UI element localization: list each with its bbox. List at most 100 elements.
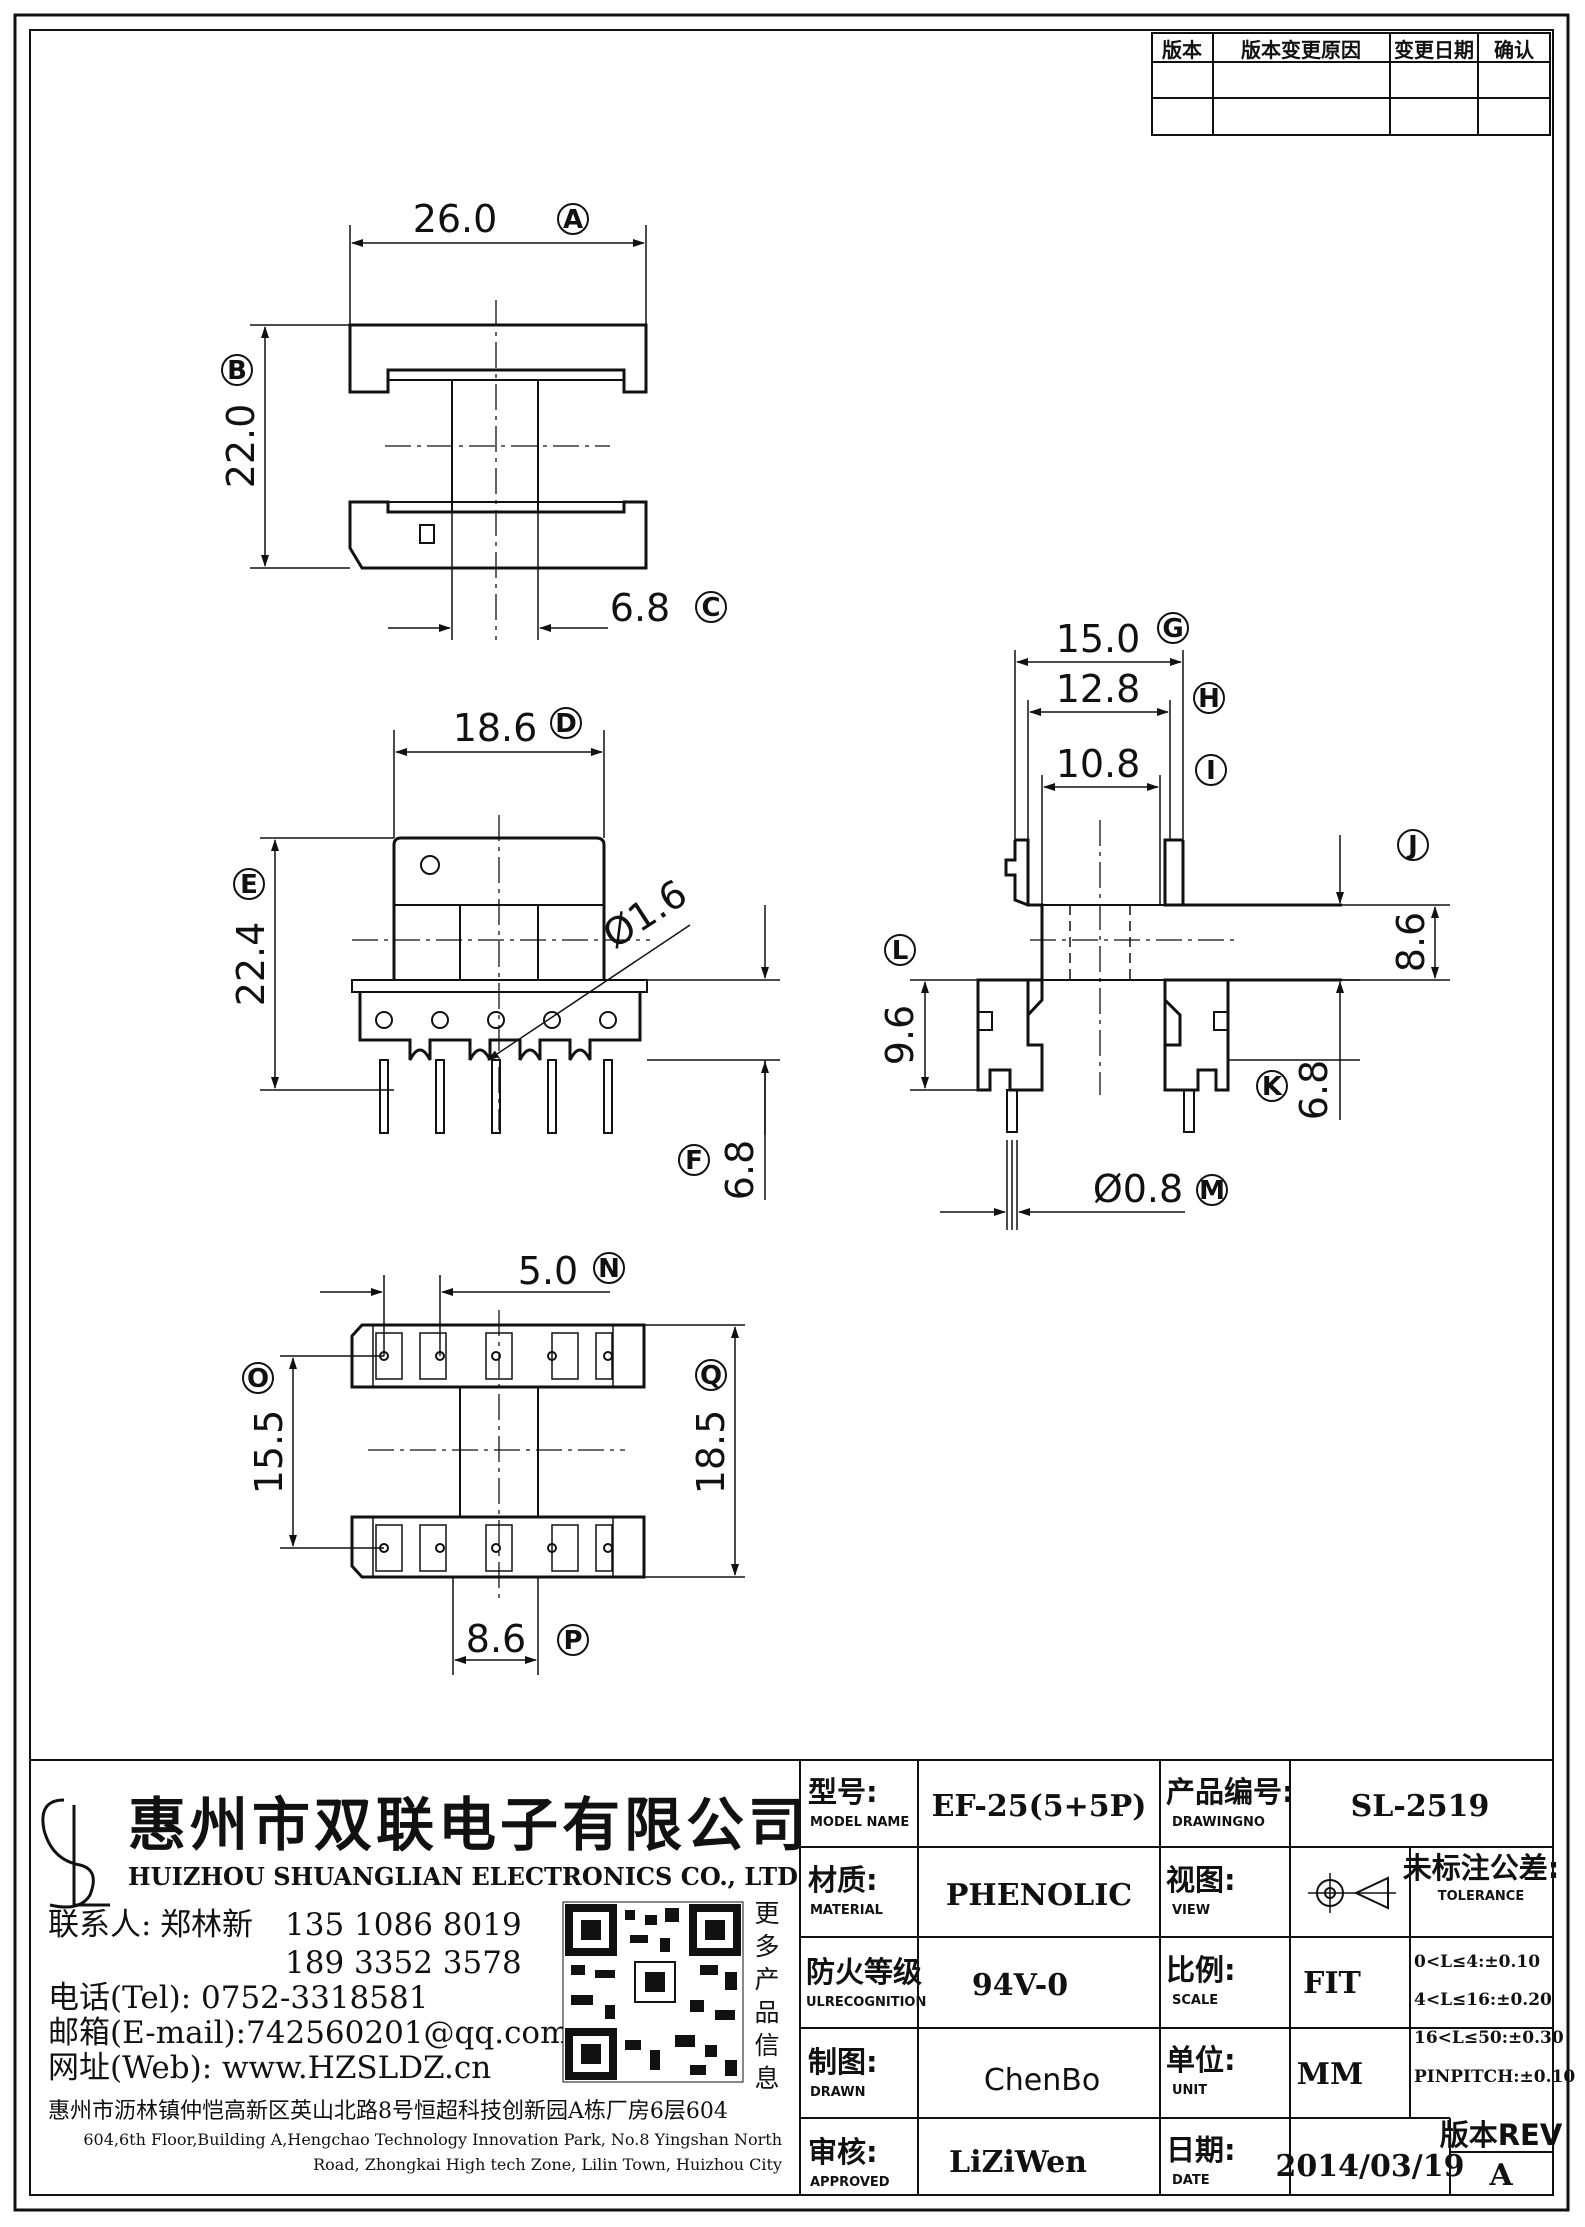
dimension-a: 26.0 — [413, 197, 498, 241]
tag-o-circle — [242, 1362, 274, 1394]
tag-o: O — [247, 1364, 269, 1394]
tag-g-circle — [1157, 612, 1189, 644]
tag-b: B — [227, 356, 247, 386]
company-name-cn: 惠州市双联电子有限公司 — [128, 1791, 810, 1859]
drawing-no-label-en: DRAWINGNO — [1172, 1815, 1265, 1830]
tag-l: L — [892, 936, 909, 966]
tag-a: A — [563, 205, 583, 235]
drawing-no-value: SL-2519 — [1351, 1789, 1490, 1824]
dimension-q: 18.5 — [689, 1410, 733, 1495]
tag-n: N — [598, 1254, 620, 1284]
tag-c-circle — [695, 591, 727, 623]
outer-border — [13, 13, 1570, 2212]
top-view: 26.0 A 22.0 B 6.8 C — [219, 197, 727, 640]
company-email: 邮箱(E-mail):742560201@qq.com — [48, 2015, 570, 2051]
more-info-char-3: 产 — [754, 1965, 779, 1994]
company-tel: 电话(Tel): 0752-3318581 — [48, 1980, 428, 2016]
dimension-l: 9.6 — [878, 1005, 922, 1065]
dimension-g: 15.0 — [1056, 617, 1141, 661]
dimension-j: 8.6 — [1389, 912, 1433, 972]
model-label: 型号: — [808, 1775, 878, 1809]
tag-b-circle — [221, 354, 253, 386]
tag-q-circle — [695, 1359, 727, 1391]
dimension-p: 8.6 — [466, 1617, 526, 1661]
unit-label-en: UNIT — [1172, 2083, 1207, 2098]
tag-m: M — [1199, 1176, 1225, 1206]
tolerance-row-4: PINPITCH:±0.10 — [1414, 2067, 1575, 2087]
unit-value: MM — [1297, 2057, 1363, 2092]
tag-e: E — [240, 870, 258, 900]
tolerance-label-en: TOLERANCE — [1438, 1889, 1524, 1904]
drawing-no-label: 产品编号: — [1166, 1775, 1294, 1809]
drawn-label: 制图: — [808, 2045, 878, 2079]
material-label: 材质: — [808, 1863, 878, 1897]
tag-h-circle — [1193, 682, 1225, 714]
unit-label: 单位: — [1166, 2043, 1236, 2077]
dimension-k: 6.8 — [1292, 1060, 1336, 1120]
more-info-char-2: 多 — [754, 1932, 779, 1961]
drawn-value: ChenBo — [984, 2063, 1100, 2098]
projection-symbol-icon — [1308, 1873, 1396, 1913]
tag-k: K — [1262, 1072, 1283, 1102]
contact-phone-1: 135 1086 8019 — [285, 1907, 522, 1943]
more-info-char-4: 品 — [754, 1998, 779, 2027]
flame-value: 94V-0 — [972, 1968, 1068, 2003]
company-block: 惠州市双联电子有限公司 HUIZHOU SHUANGLIAN ELECTRONI… — [29, 1759, 810, 2196]
flame-label-en: ULRECOGNITION — [806, 1995, 926, 2010]
date-value: 2014/03/19 — [1276, 2149, 1465, 2184]
scale-label: 比例: — [1166, 1953, 1236, 1987]
rev-value: A — [1488, 2158, 1513, 2193]
material-value: PHENOLIC — [946, 1878, 1132, 1913]
company-name-en: HUIZHOU SHUANGLIAN ELECTRONICS CO., LTD — [128, 1862, 798, 1891]
company-logo — [41, 1798, 110, 1909]
contact-name: 郑林新 — [160, 1907, 253, 1943]
dimension-hole: Ø1.6 — [595, 871, 695, 957]
title-block: 型号: MODEL NAME EF-25(5+5P) 产品编号: DRAWING… — [799, 1759, 1575, 2196]
scale-value: FIT — [1303, 1966, 1361, 2001]
contact-label: 联系人: — [48, 1907, 151, 1943]
dimension-f: 6.8 — [718, 1140, 762, 1200]
tag-l-circle — [884, 934, 916, 966]
view-label-en: VIEW — [1172, 1903, 1210, 1918]
tag-i-circle — [1195, 754, 1227, 786]
revision-header-version: 版本 — [1162, 38, 1202, 62]
company-address-cn: 惠州市沥林镇仲恺高新区英山北路8号恒超科技创新园A栋厂房6层604 — [48, 2099, 728, 2124]
date-label-en: DATE — [1172, 2173, 1210, 2188]
tag-i: I — [1206, 756, 1216, 786]
front-view: 18.6 D 22.4 E Ø1.6 6.8 F — [229, 706, 780, 1200]
more-info-char-1: 更 — [754, 1899, 779, 1928]
tag-g: G — [1162, 614, 1183, 644]
dimension-h: 12.8 — [1056, 667, 1141, 711]
company-address-en-1: 604,6th Floor,Building A,Hengchao Techno… — [83, 2130, 782, 2149]
tag-p: P — [563, 1626, 582, 1656]
tag-j: J — [1406, 831, 1418, 861]
material-label-en: MATERIAL — [810, 1903, 883, 1918]
company-address-en-2: Road, Zhongkai High tech Zone, Lilin Tow… — [313, 2155, 782, 2174]
model-label-en: MODEL NAME — [810, 1815, 909, 1830]
more-info-char-5: 信 — [754, 2031, 779, 2060]
dimension-c: 6.8 — [610, 586, 670, 630]
revision-header-confirm: 确认 — [1494, 38, 1535, 62]
tag-d: D — [555, 709, 577, 739]
tolerance-row-3: 16<L≤50:±0.30 — [1414, 2028, 1564, 2048]
contact-phone-2: 189 3352 3578 — [285, 1945, 522, 1981]
tag-n-circle — [593, 1252, 625, 1284]
tag-q: Q — [700, 1361, 722, 1391]
rev-label: 版本REV — [1440, 2118, 1563, 2152]
tag-f-circle — [678, 1144, 710, 1176]
date-label: 日期: — [1166, 2133, 1236, 2167]
tolerance-row-1: 0<L≤4:±0.10 — [1414, 1952, 1540, 1972]
tag-f: F — [685, 1146, 703, 1176]
dimension-e: 22.4 — [229, 922, 273, 1007]
tag-a-circle — [557, 203, 589, 235]
bottom-pin-slots-bottom — [375, 1524, 613, 1572]
flame-label: 防火等级 — [806, 1955, 922, 1989]
revision-table: 版本 版本变更原因 变更日期 确认 — [1151, 32, 1551, 136]
view-label: 视图: — [1166, 1863, 1236, 1897]
qr-code — [562, 1901, 744, 2083]
bottom-pin-slots-top — [375, 1332, 613, 1380]
tag-p-circle — [557, 1624, 589, 1656]
drawn-label-en: DRAWN — [810, 2085, 866, 2100]
tag-k-circle — [1256, 1070, 1288, 1102]
dimension-b: 22.0 — [219, 404, 263, 489]
